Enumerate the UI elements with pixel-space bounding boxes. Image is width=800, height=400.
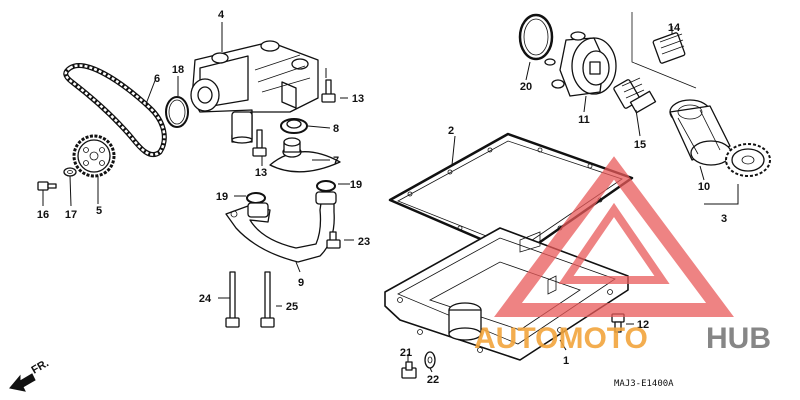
callout-9: 9 — [298, 277, 304, 289]
oil-filter-10 — [669, 99, 732, 166]
callout-13-upper: 13 — [352, 93, 364, 105]
callout-6: 6 — [154, 73, 160, 85]
diagram-code: MAJ3-E1400A — [614, 379, 674, 389]
callout-23: 23 — [358, 236, 370, 248]
oil-strainer-7 — [269, 137, 341, 173]
callout-22: 22 — [427, 374, 439, 386]
callout-12: 12 — [637, 319, 649, 331]
callout-2: 2 — [448, 125, 454, 137]
callout-20: 20 — [520, 81, 532, 93]
callout-14: 14 — [668, 22, 681, 34]
oil-pan-1 — [384, 227, 629, 361]
drain-bolt-21 — [401, 361, 417, 379]
callout-4: 4 — [218, 9, 225, 21]
oil-filter-3 — [725, 143, 771, 177]
watermark-triangle — [494, 156, 734, 317]
washer-17 — [63, 167, 77, 177]
callout-13-lower: 13 — [255, 167, 267, 179]
bolt-24 — [225, 271, 240, 328]
sealing-washer-22 — [424, 351, 436, 369]
leader-lines — [42, 22, 705, 373]
callout-1: 1 — [563, 355, 569, 367]
oil-pan-gasket-2 — [388, 132, 634, 258]
callout-19-left: 19 — [216, 191, 228, 203]
watermark-brand-right: HUB — [706, 322, 771, 355]
bolt-23 — [326, 231, 341, 249]
oil-pump-sprocket — [72, 134, 116, 178]
oil-filter-boss-14 — [631, 12, 697, 89]
oil-pump — [190, 40, 319, 144]
callout-18: 18 — [172, 64, 184, 76]
o-ring-20 — [518, 13, 554, 61]
callout-19-right: 19 — [350, 179, 362, 191]
callout-25: 25 — [286, 301, 298, 313]
bolt-13-upper — [321, 79, 336, 103]
callout-24: 24 — [199, 293, 212, 305]
oil-seal-8 — [280, 118, 308, 134]
oil-pipe-9 — [225, 191, 337, 263]
callout-15: 15 — [634, 139, 646, 151]
bolt-13-lower — [252, 129, 267, 157]
callout-11: 11 — [578, 114, 590, 126]
callout-5: 5 — [96, 205, 102, 217]
o-ring-18 — [165, 96, 189, 128]
o-ring-19-left — [246, 192, 266, 204]
callout-8: 8 — [333, 123, 339, 135]
callout-3: 3 — [721, 213, 727, 225]
callout-7: 7 — [333, 155, 339, 167]
callout-17: 17 — [65, 209, 77, 221]
watermark-brand-left: AUTOMOTO — [474, 322, 648, 355]
o-ring-19-right — [316, 180, 336, 192]
callout-bracket-3-10 — [704, 184, 739, 205]
callout-21: 21 — [400, 347, 412, 359]
front-direction-arrow: FR. — [9, 357, 51, 392]
bolt-25 — [260, 271, 275, 328]
callout-16: 16 — [37, 209, 49, 221]
front-label: FR. — [30, 357, 51, 376]
bolt-16 — [37, 181, 57, 191]
callout-numbers: 1 2 3 4 5 6 7 8 9 10 11 12 13 13 14 15 1… — [37, 9, 727, 386]
union-bolt-15 — [613, 77, 657, 114]
drive-chain — [63, 63, 167, 158]
callout-10: 10 — [698, 181, 710, 193]
automotohub-watermark: AUTOMOTO HUB — [474, 156, 771, 355]
oil-cooler-11 — [544, 31, 617, 97]
